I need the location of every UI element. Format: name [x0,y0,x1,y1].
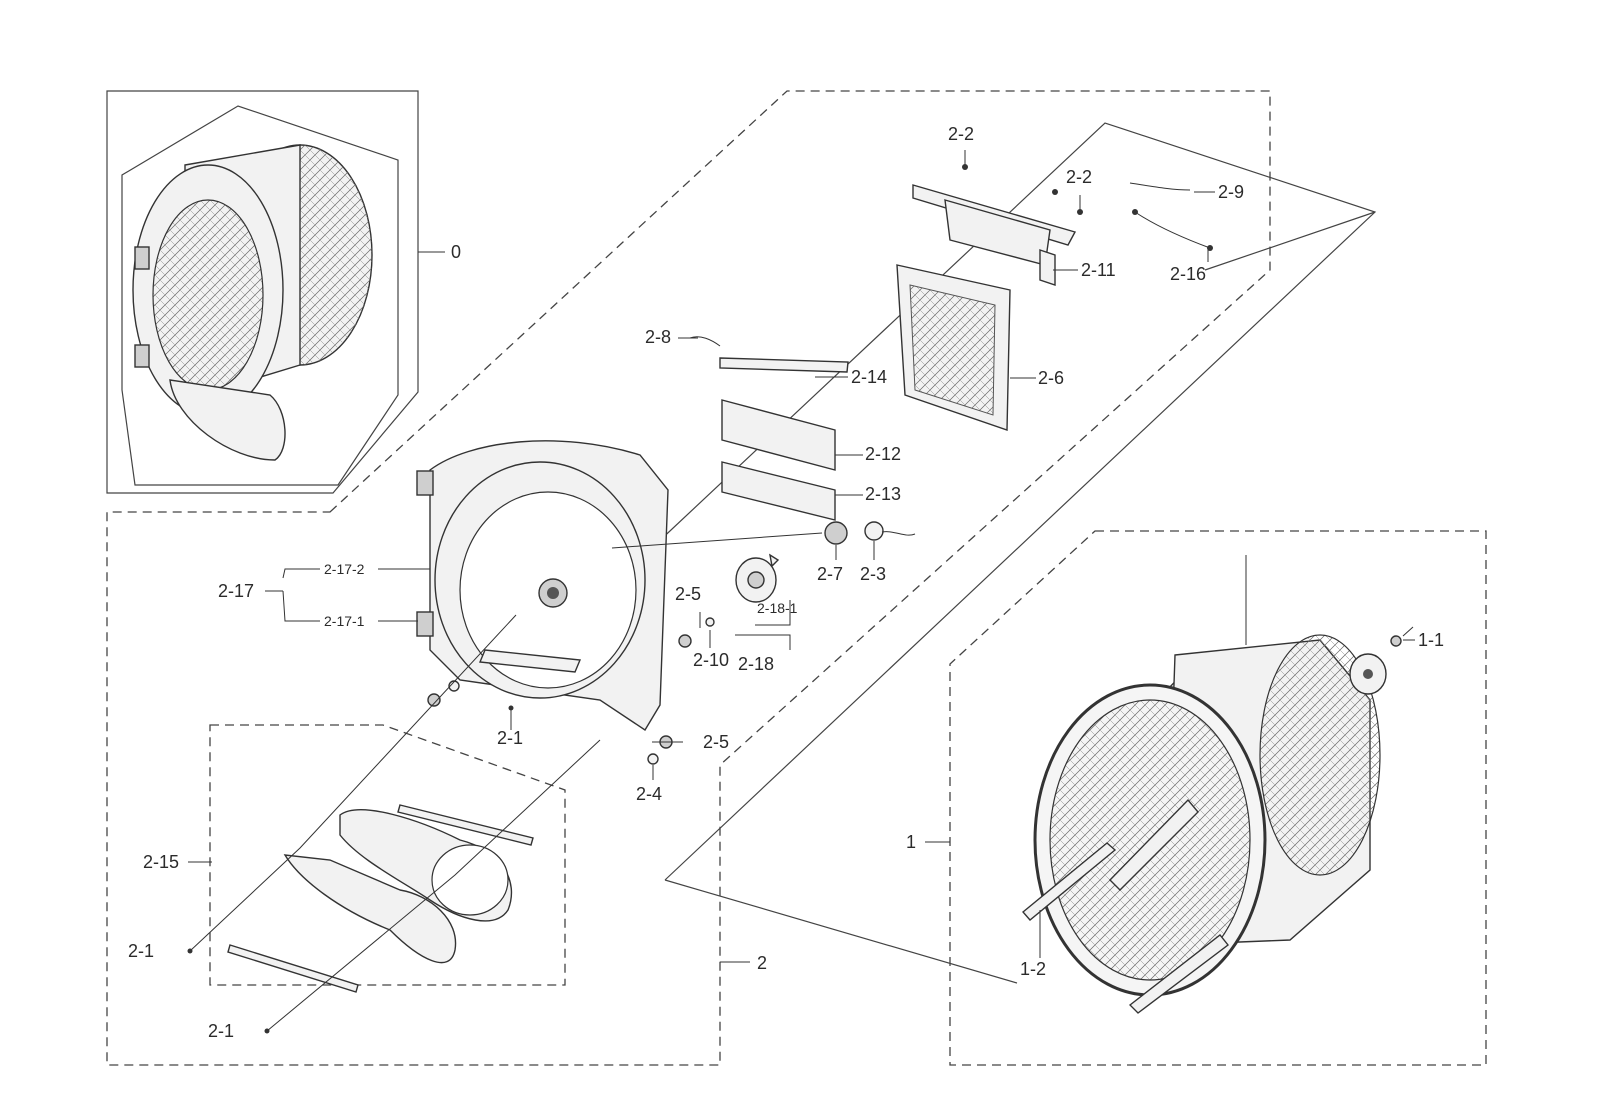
label-2-8: 2-8 [645,327,671,347]
label-2-17: 2-17 [218,581,254,601]
label-2-16: 2-16 [1170,264,1206,284]
label-1-1: 1-1 [1418,630,1444,650]
assembly-0-box [106,90,419,494]
label-2-18-1: 2-18-1 [757,600,798,616]
label-2-5-a: 2-5 [675,584,701,604]
front-duct-parts [227,804,534,993]
thermistor-part [611,521,916,549]
assembly-2-boundary [106,90,1271,1066]
label-2-12: 2-12 [865,444,901,464]
duct-cover-part [912,164,1083,286]
label-2-9: 2-9 [1218,182,1244,202]
label-2-10: 2-10 [693,650,729,670]
label-2-3: 2-3 [860,564,886,584]
label-2-1-b: 2-1 [128,941,154,961]
label-2-18: 2-18 [738,654,774,674]
assembly-0-drum-illustration [121,105,399,486]
label-2-14: 2-14 [851,367,887,387]
label-2-2-b: 2-2 [1066,167,1092,187]
label-1-2: 1-2 [1020,959,1046,979]
label-2-7: 2-7 [817,564,843,584]
label-2-1-c: 2-1 [208,1021,234,1041]
label-2-5-b: 2-5 [703,732,729,752]
label-2-6: 2-6 [1038,368,1064,388]
label-2-13: 2-13 [865,484,901,504]
drum-part [1021,555,1414,1014]
filter-housing-parts [689,336,849,521]
part-labels: 0 1 1-1 1-2 2 2-1 2-1 2-1 2-2 2-2 2-3 2-… [128,124,1444,1041]
rear-bulkhead-part [416,440,669,731]
label-1: 1 [906,832,916,852]
leader-lines [188,150,1415,1032]
label-0: 0 [451,242,461,262]
assembly-1-boundary [949,530,1487,1066]
bearing-shaft-part [735,553,780,603]
mounting-frame [654,122,1377,984]
label-2-17-2: 2-17-2 [324,561,365,577]
label-2-2-a: 2-2 [948,124,974,144]
label-2-15: 2-15 [143,852,179,872]
wire-harness-parts [1129,182,1213,251]
label-2-11: 2-11 [1081,260,1116,280]
label-2-1-a: 2-1 [497,728,523,748]
label-2: 2 [757,953,767,973]
label-2-17-1: 2-17-1 [324,613,365,629]
label-2-4: 2-4 [636,784,662,804]
lint-filter-part [896,264,1011,431]
